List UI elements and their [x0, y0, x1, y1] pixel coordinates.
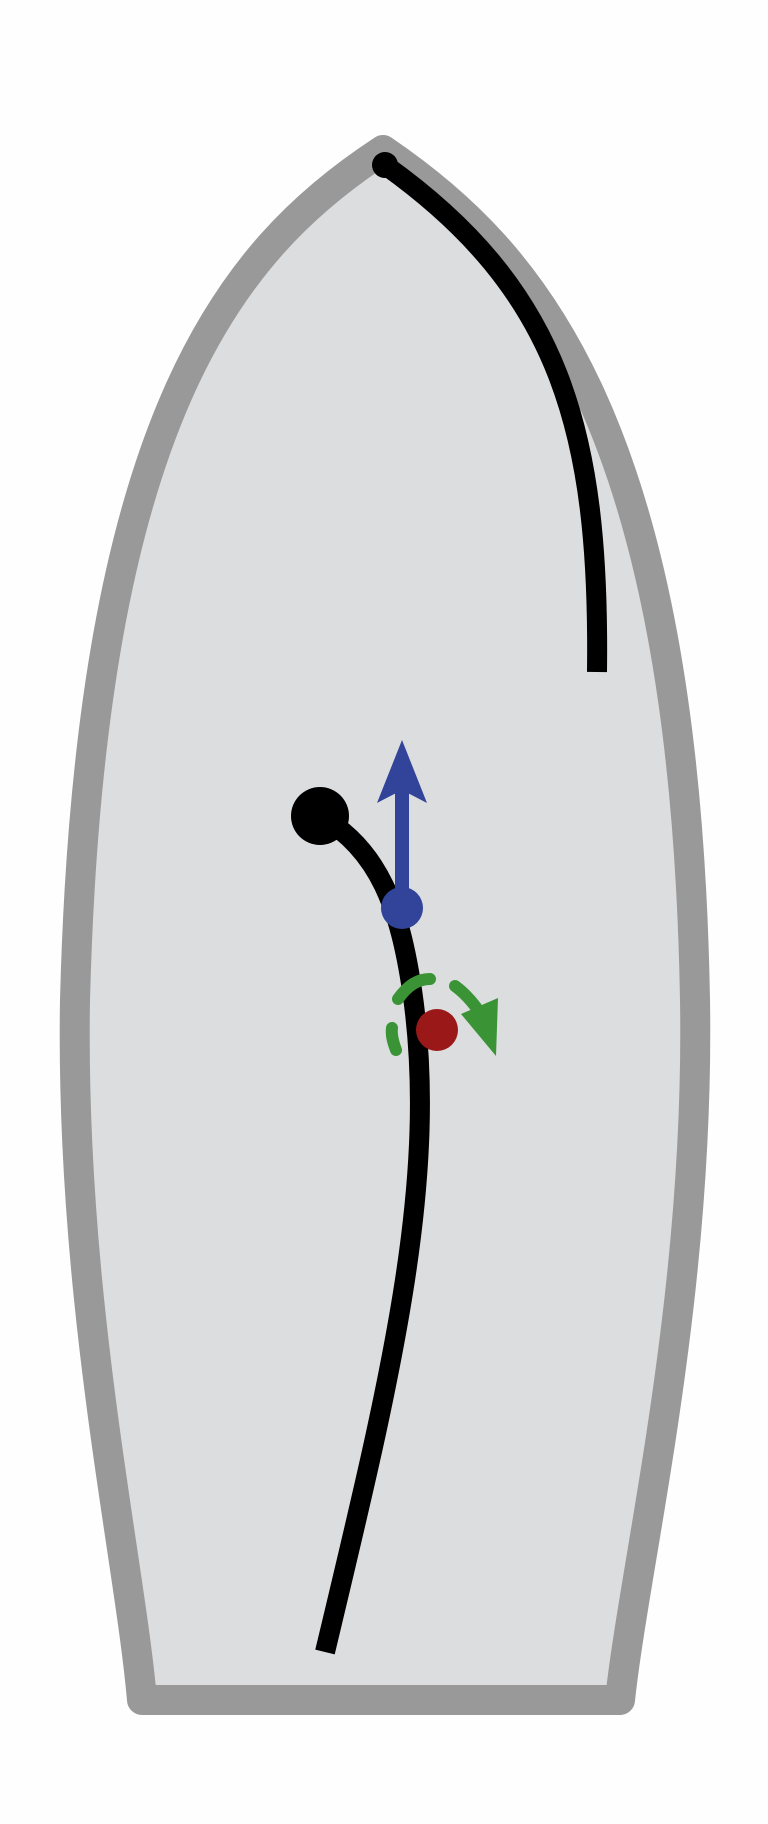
center-curve — [314, 807, 430, 1655]
bow-curve — [379, 156, 608, 673]
rotation-arrow-head — [461, 998, 498, 1056]
hull-outline — [59, 135, 711, 1715]
center-point — [416, 1009, 458, 1051]
center-curve-start-point — [291, 787, 349, 845]
pivot-point — [381, 887, 423, 929]
bow-curve-start-point — [372, 152, 398, 178]
